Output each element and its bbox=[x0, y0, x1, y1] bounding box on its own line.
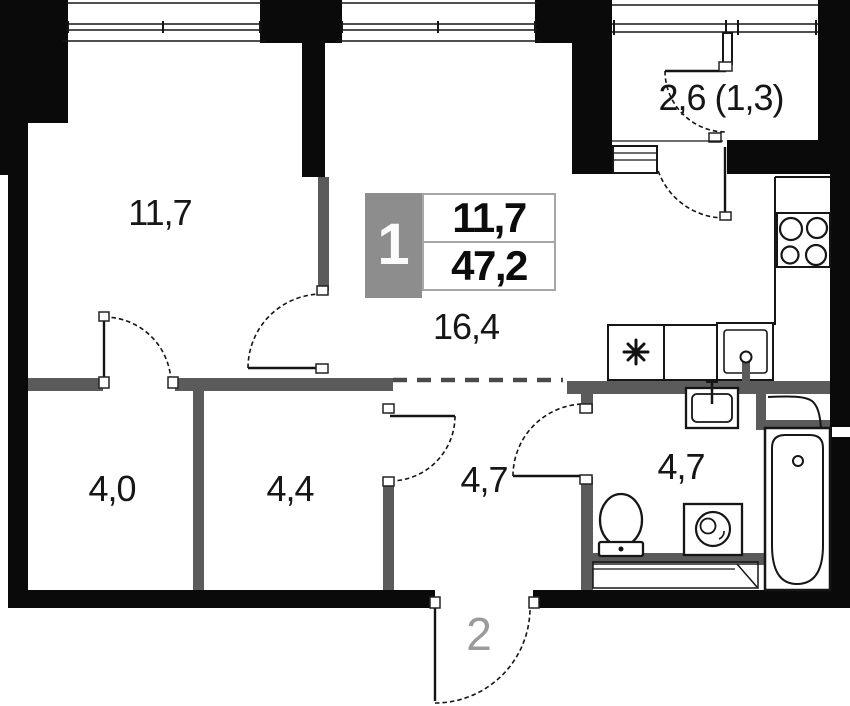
room-label-living-kitchen: 16,4 bbox=[432, 306, 500, 347]
living-area-value: 11,7 bbox=[422, 193, 556, 243]
outer-walls bbox=[0, 0, 850, 608]
toilet-icon bbox=[597, 492, 645, 558]
entry-closet bbox=[592, 561, 759, 589]
door-arc-wardrobe-right bbox=[389, 415, 456, 482]
door-arc-balcony bbox=[653, 146, 726, 219]
stove-icon bbox=[776, 212, 831, 268]
room-label-bedroom: 11,7 bbox=[128, 192, 192, 233]
balcony-glazing-divider bbox=[722, 32, 733, 65]
wall-panel-joint bbox=[832, 427, 850, 437]
bathtub-icon bbox=[763, 426, 832, 592]
total-area-value: 47,2 bbox=[422, 241, 556, 291]
room-label-wardrobe-left: 4,0 bbox=[88, 468, 136, 509]
door-arc-entrance bbox=[434, 607, 531, 704]
room-label-wardrobe-right: 4,4 bbox=[266, 468, 314, 509]
door-arc-wardrobe-left bbox=[103, 316, 172, 385]
area-cells: 11,7 47,2 bbox=[422, 193, 556, 298]
opening-markers bbox=[98, 61, 733, 609]
window-bedroom bbox=[62, 2, 266, 42]
room-label-bathroom: 4,7 bbox=[657, 446, 705, 487]
kitchen-sink-icon bbox=[716, 322, 774, 381]
door-arc-bedroom bbox=[247, 293, 323, 369]
kitchen-counter bbox=[607, 176, 830, 381]
washing-machine-icon bbox=[682, 502, 744, 557]
entrance-number-label: 2 bbox=[466, 608, 492, 660]
vent-duct-mark bbox=[767, 395, 822, 429]
door-arc-balcony-partition bbox=[664, 70, 727, 133]
rooms-count-badge: 1 bbox=[365, 193, 422, 298]
window-living bbox=[336, 2, 541, 42]
balcony-sill-box bbox=[612, 140, 723, 174]
apartment-badge: 1 11,7 47,2 bbox=[365, 193, 556, 298]
interior-partitions bbox=[28, 177, 830, 590]
doors bbox=[102, 69, 727, 704]
door-arc-bathroom bbox=[512, 403, 586, 477]
appliance-asterisk-icon bbox=[622, 338, 650, 366]
window-balcony bbox=[612, 4, 818, 35]
bathroom-sink-icon bbox=[684, 381, 740, 430]
room-label-hallway: 4,7 bbox=[460, 459, 508, 500]
room-label-balcony: 2,6 (1,3) bbox=[658, 77, 784, 118]
